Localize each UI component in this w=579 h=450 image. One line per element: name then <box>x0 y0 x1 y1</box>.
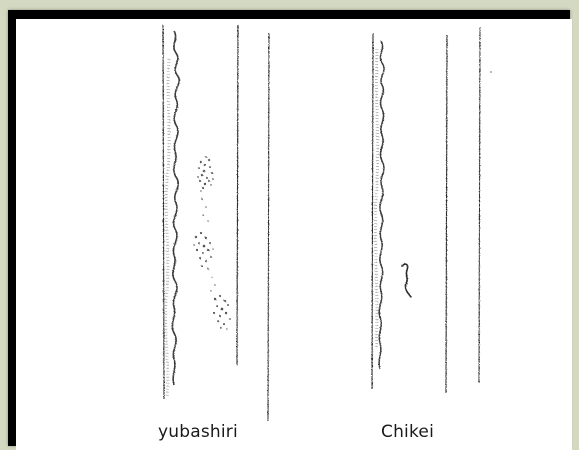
yubashiri-cluster-upper <box>197 156 214 192</box>
yubashiri-shinogi-line <box>237 25 238 365</box>
yubashiri-ha-line <box>163 25 164 399</box>
yubashiri-nioi <box>166 59 169 397</box>
sketch-canvas: yubashiri Chikei <box>16 19 572 450</box>
yubashiri-hamon <box>172 31 179 385</box>
yubashiri-dots-between <box>201 198 209 222</box>
yubashiri-mune-line <box>268 33 269 421</box>
chikei-ha-line <box>372 33 373 389</box>
chikei-nioi <box>376 49 378 349</box>
yubashiri-dots-lower <box>210 276 216 291</box>
chikei-mune-line <box>479 27 480 383</box>
chikei-shinogi-line <box>446 35 447 393</box>
stray-mark <box>490 71 492 73</box>
caption-chikei: Chikei <box>381 422 434 442</box>
yubashiri-cluster-middle <box>193 232 214 270</box>
yubashiri-cluster-lower <box>213 295 231 330</box>
chikei-squiggle <box>402 264 411 297</box>
chikei-figure <box>372 27 480 393</box>
caption-yubashiri: yubashiri <box>158 422 238 442</box>
chikei-hamon <box>379 41 384 369</box>
yubashiri-figure <box>163 25 269 421</box>
hamon-sketch <box>16 19 572 450</box>
